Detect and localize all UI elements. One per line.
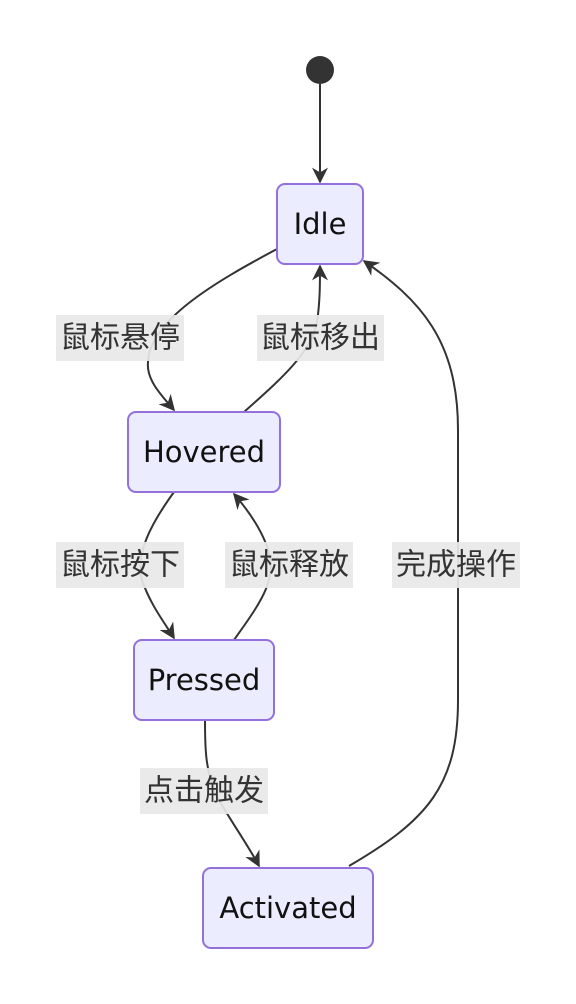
transition-label-text: 完成操作 — [396, 548, 516, 583]
state-idle-label: Idle — [294, 207, 347, 241]
state-activated[interactable]: Activated — [202, 867, 374, 949]
state-hovered-label: Hovered — [143, 435, 265, 469]
transition-label-mouse-leave: 鼠标移出 — [257, 315, 384, 361]
transition-label-text: 鼠标移出 — [260, 321, 380, 356]
state-activated-label: Activated — [219, 891, 356, 925]
transition-label-text: 鼠标按下 — [60, 548, 180, 583]
state-hovered[interactable]: Hovered — [127, 411, 281, 493]
transition-label-click-trigger: 点击触发 — [140, 768, 268, 814]
transition-label-text: 鼠标释放 — [229, 548, 349, 583]
transition-label-mouse-hover: 鼠标悬停 — [56, 315, 184, 361]
state-idle[interactable]: Idle — [276, 183, 364, 265]
transition-label-text: 点击触发 — [144, 774, 264, 809]
transition-label-text: 鼠标悬停 — [60, 321, 180, 356]
state-pressed[interactable]: Pressed — [133, 639, 275, 721]
transition-label-mouse-release: 鼠标释放 — [225, 542, 353, 588]
transition-label-mouse-down: 鼠标按下 — [56, 542, 184, 588]
state-pressed-label: Pressed — [148, 663, 261, 697]
transition-label-operation-complete: 完成操作 — [392, 542, 520, 588]
start-state-marker — [306, 56, 334, 84]
